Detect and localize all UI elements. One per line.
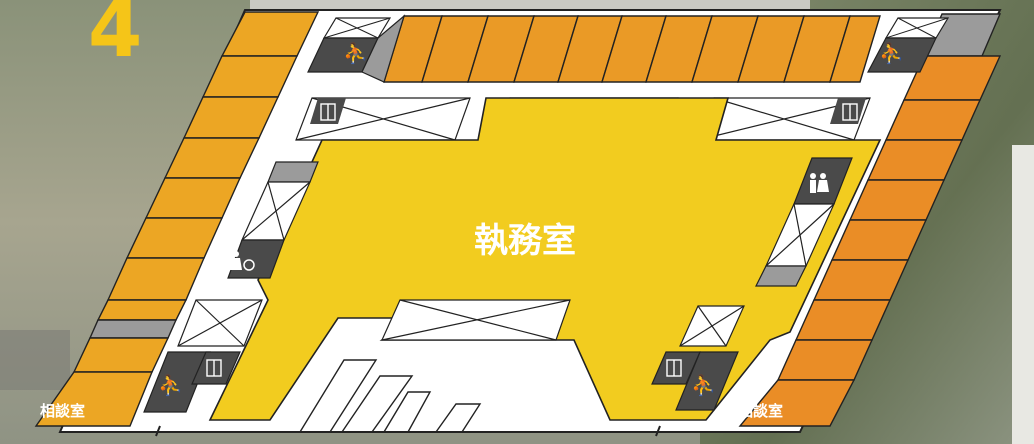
background-wall: [0, 330, 70, 390]
lower-left-core: [143, 299, 263, 413]
top-right-stairs: [867, 17, 950, 73]
left-room-column: [34, 11, 320, 427]
exit-markers: [155, 425, 661, 437]
consultation-room-right-label: 相談室: [738, 402, 783, 420]
office-stair-steps: [299, 359, 482, 433]
top-room-row: [383, 15, 881, 83]
svg-text:⛹: ⛹: [158, 373, 183, 397]
svg-text:⛹: ⛹: [691, 373, 716, 397]
escalator-stairs-icon: ⛹ ⛹ ⛹ ⛹: [158, 41, 904, 397]
accessible-restroom-icon: [223, 251, 255, 271]
top-left-stairs: [307, 14, 406, 83]
lower-right-core: [651, 305, 745, 411]
main-office-label: 執務室: [474, 221, 576, 261]
elevator-icon: [206, 103, 858, 377]
office-void-center: [381, 299, 571, 341]
svg-text:⛹: ⛹: [343, 41, 368, 65]
consultation-room-left-label: 相談室: [40, 402, 85, 420]
restroom-icon: [810, 173, 829, 193]
background-panel: [1012, 145, 1034, 444]
svg-text:⛹: ⛹: [879, 41, 904, 65]
right-room-column: [738, 13, 1002, 427]
floor-number: 4: [88, 0, 142, 75]
